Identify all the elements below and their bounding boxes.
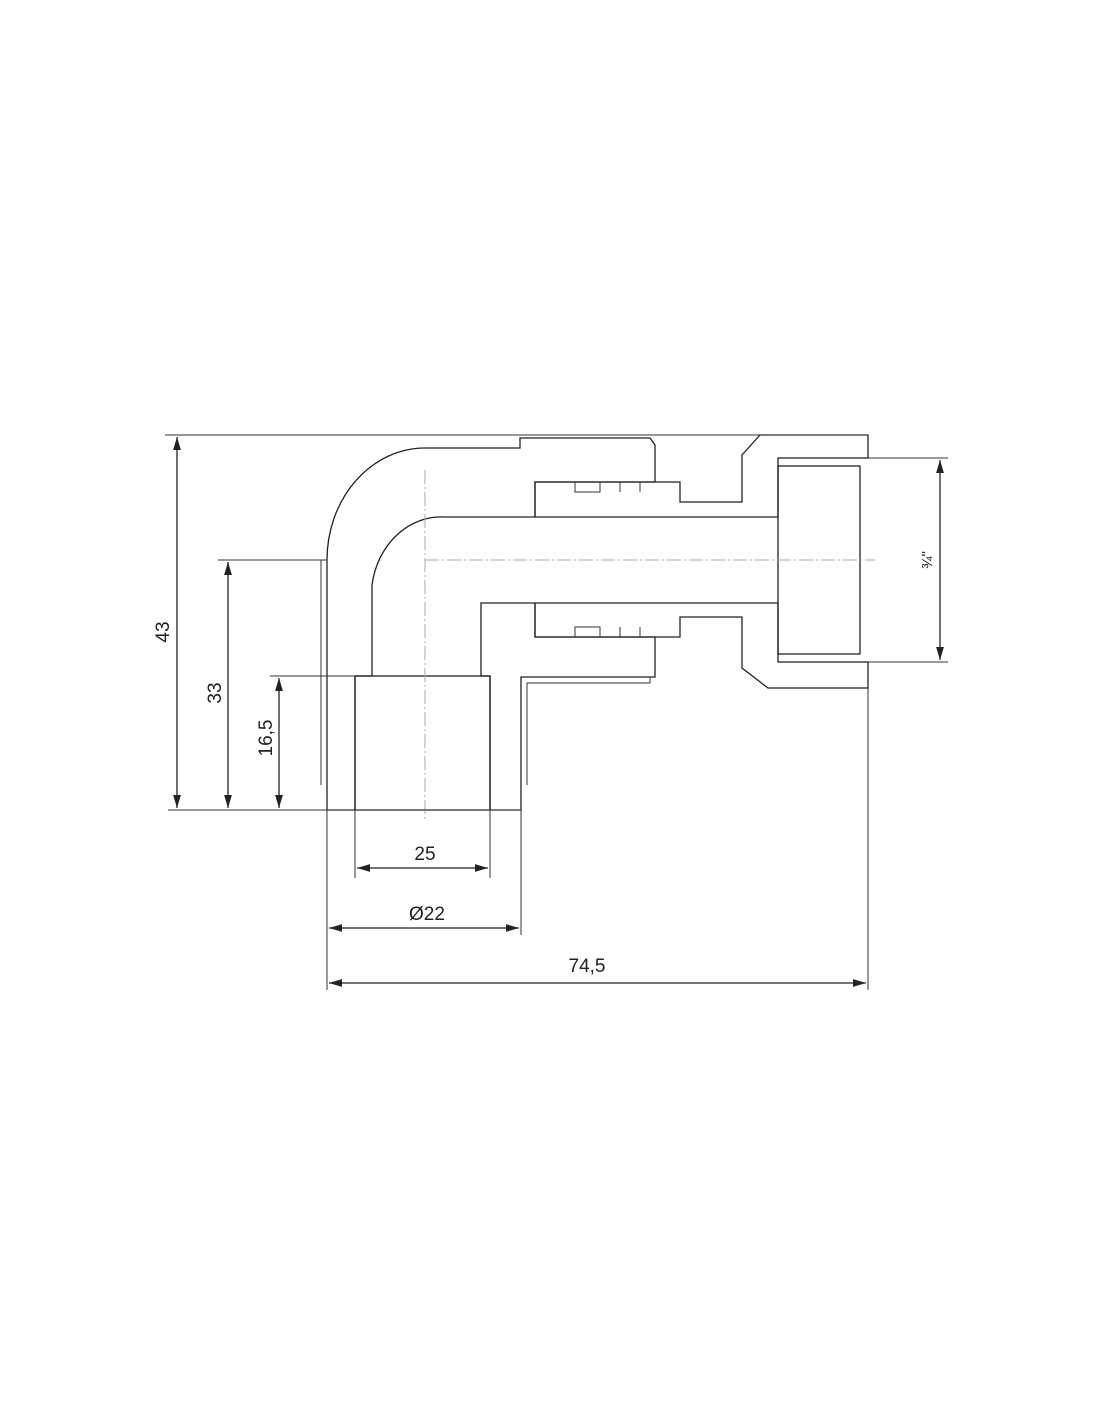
- thread-teeth: [574, 482, 641, 637]
- dim-label-overall-height: 43: [153, 621, 174, 642]
- dim-label-overall-length: 74,5: [569, 956, 606, 977]
- lower-skin-line: [526, 677, 651, 785]
- extension-lines: [165, 434, 948, 990]
- dim-label-socket-depth: 16,5: [256, 720, 277, 757]
- dim-label-thread: ¾": [919, 551, 936, 569]
- dim-label-socket-inner: 25: [414, 844, 435, 865]
- threaded-insert-upper: [534, 434, 869, 518]
- dim-label-center-height: 33: [205, 682, 226, 703]
- threaded-insert-lower: [534, 602, 869, 689]
- elbow-body-upper: [326, 437, 656, 811]
- dim-label-pipe-diameter: Ø22: [409, 904, 445, 925]
- elbow-body-lower: [480, 602, 656, 811]
- socket-bore: [354, 675, 491, 811]
- outer-skin-line: [320, 559, 327, 785]
